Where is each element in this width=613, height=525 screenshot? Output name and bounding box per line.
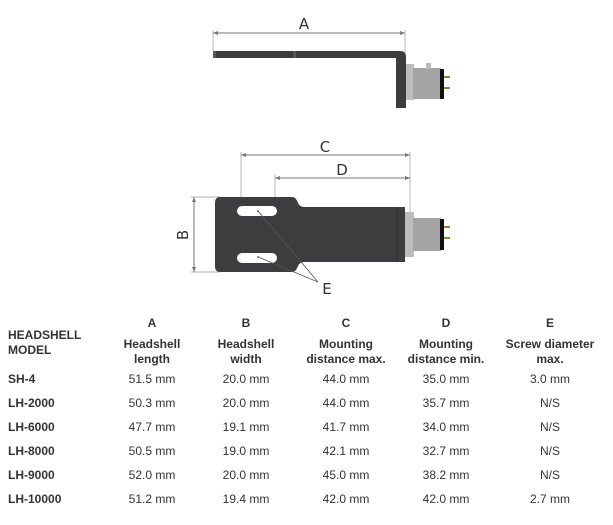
headshell-arm-side	[213, 51, 406, 108]
mounting-slot	[237, 253, 277, 263]
column-title: Screw diameter	[505, 337, 595, 351]
table-row: LH-8000 50.5 mm 19.0 mm 42.1 mm 32.7 mm N/S	[8, 439, 604, 463]
value-cell-b: 20.0 mm	[222, 396, 270, 410]
value-cell-a: 50.5 mm	[128, 444, 176, 458]
value-cell-a: 51.2 mm	[128, 492, 176, 506]
value-cell-c: 44.0 mm	[322, 396, 370, 410]
top-view: C D B E	[174, 138, 450, 298]
model-cell: LH-2000	[8, 396, 55, 410]
value-cell-e: 2.7 mm	[529, 492, 570, 506]
dimension-label-c: C	[320, 138, 330, 156]
value-cell-c: 41.7 mm	[322, 420, 370, 434]
column-title: distance min.	[407, 352, 485, 366]
column-letter: B	[241, 316, 251, 330]
model-cell: SH-4	[8, 372, 36, 386]
column-letter: C	[341, 316, 351, 330]
side-view: A	[212, 15, 450, 108]
column-title: length	[134, 352, 170, 366]
connector-top	[405, 212, 414, 257]
value-cell-a: 47.7 mm	[128, 420, 176, 434]
table-row: SH-4 51.5 mm 20.0 mm 44.0 mm 35.0 mm 3.0 mm	[8, 367, 604, 391]
value-cell-e: N/S	[539, 468, 560, 482]
value-cell-c: 42.0 mm	[322, 492, 370, 506]
dimension-label-e: E	[322, 280, 331, 298]
table-row: LH-10000 51.2 mm 19.4 mm 42.0 mm 42.0 mm 2.7 …	[8, 487, 604, 511]
model-cell: LH-8000	[8, 444, 55, 458]
value-cell-b: 20.0 mm	[222, 372, 270, 386]
value-cell-c: 44.0 mm	[322, 372, 370, 386]
table-row: LH-9000 52.0 mm 20.0 mm 45.0 mm 38.2 mm N/S	[8, 463, 604, 487]
value-cell-b: 19.0 mm	[222, 444, 270, 458]
column-letter: E	[545, 316, 554, 330]
table-row: LH-6000 47.7 mm 19.1 mm 41.7 mm 34.0 mm N/S	[8, 415, 604, 439]
column-title: distance max.	[306, 352, 386, 366]
value-cell-d: 38.2 mm	[422, 468, 470, 482]
value-cell-e: 3.0 mm	[529, 372, 570, 386]
value-cell-d: 35.7 mm	[422, 396, 470, 410]
column-title: Headshell	[123, 337, 181, 351]
mounting-slot	[237, 206, 277, 216]
connector-side	[406, 64, 414, 100]
value-cell-c: 42.1 mm	[322, 444, 370, 458]
value-cell-e: N/S	[539, 396, 560, 410]
column-title: Headshell	[217, 337, 275, 351]
value-cell-d: 35.0 mm	[422, 372, 470, 386]
value-cell-d: 32.7 mm	[422, 444, 470, 458]
column-title: Mounting	[419, 337, 473, 351]
model-header-line2: MODEL	[8, 343, 52, 357]
value-cell-e: N/S	[539, 444, 560, 458]
value-cell-a: 50.3 mm	[128, 396, 176, 410]
value-cell-b: 19.4 mm	[222, 492, 270, 506]
dimension-label-b: B	[174, 230, 192, 240]
model-cell: LH-10000	[8, 492, 62, 506]
value-cell-a: 52.0 mm	[128, 468, 176, 482]
model-cell: LH-6000	[8, 420, 55, 434]
table-row: LH-2000 50.3 mm 20.0 mm 44.0 mm 35.7 mm N/S	[8, 391, 604, 415]
dimension-label-d: D	[336, 161, 348, 179]
value-cell-d: 34.0 mm	[422, 420, 470, 434]
model-cell: LH-9000	[8, 468, 55, 482]
headshell-diagram: A C D B E	[174, 15, 450, 298]
value-cell-a: 51.5 mm	[128, 372, 176, 386]
value-cell-d: 42.0 mm	[422, 492, 470, 506]
column-letter: A	[147, 316, 157, 330]
model-header-line1: HEADSHELL	[8, 328, 82, 342]
column-letter: D	[441, 316, 451, 330]
value-cell-e: N/S	[539, 420, 560, 434]
column-title: Mounting	[319, 337, 373, 351]
value-cell-b: 20.0 mm	[222, 468, 270, 482]
column-title: max.	[536, 352, 564, 366]
dimension-label-a: A	[299, 15, 310, 33]
model-header: HEADSHELL MODEL	[8, 316, 108, 367]
value-cell-c: 45.0 mm	[322, 468, 370, 482]
column-title: width	[230, 352, 262, 366]
value-cell-b: 19.1 mm	[222, 420, 270, 434]
